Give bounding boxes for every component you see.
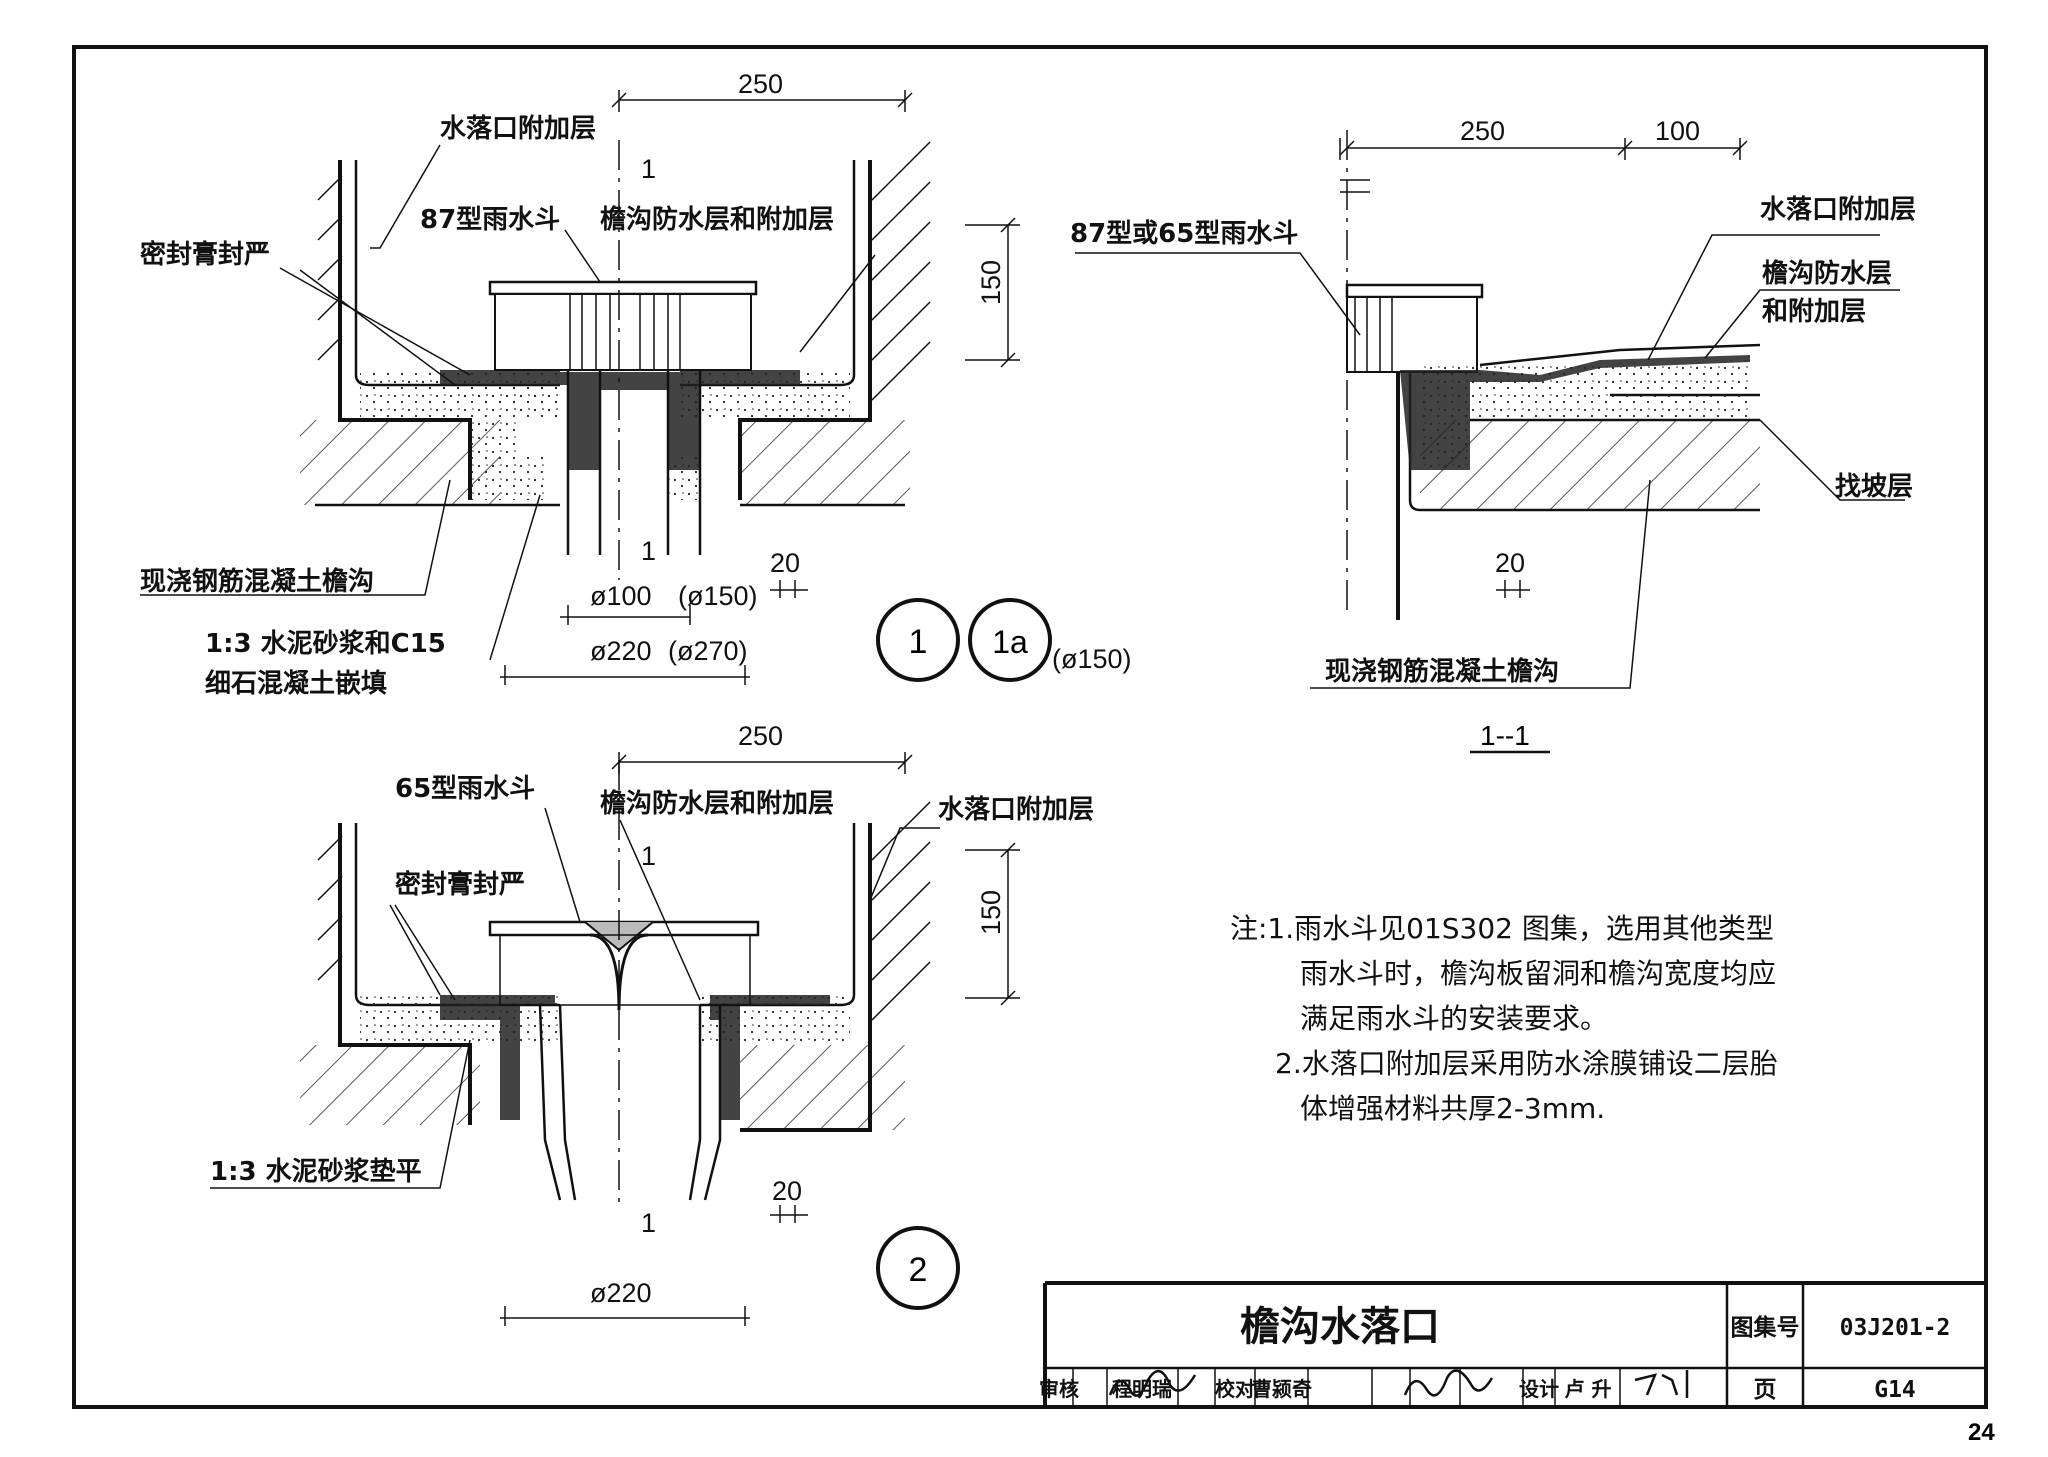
s11-label-waterproof-2: 和附加层 bbox=[1762, 297, 1866, 327]
checker-name: 曹颍奇 bbox=[1252, 1377, 1312, 1401]
d1-dia-small: ø100 bbox=[590, 581, 652, 611]
reviewer-name: 程明瑞 bbox=[1112, 1377, 1172, 1401]
note-line-5: 体增强材料共厚2-3mm. bbox=[1300, 1092, 1605, 1125]
s11-title: 1--1 bbox=[1480, 720, 1530, 751]
s11-label-concrete-gutter: 现浇钢筋混凝土檐沟 bbox=[1325, 656, 1559, 687]
d1-dim-250: 250 bbox=[738, 69, 783, 99]
d2-label-mortar: 1:3 水泥砂浆垫平 bbox=[210, 1156, 422, 1187]
d1-label-concrete-gutter: 现浇钢筋混凝土檐沟 bbox=[140, 566, 374, 597]
d1-label-sealant: 密封膏封严 bbox=[140, 239, 270, 270]
callout-1a-note: (ø150) bbox=[1052, 644, 1132, 674]
d1-section-mark-top: 1 bbox=[641, 154, 656, 184]
note-line-1: 注:1.雨水斗见01S302 图集，选用其他类型 bbox=[1230, 912, 1774, 945]
s11-label-outlet-layer: 水落口附加层 bbox=[1760, 195, 1916, 225]
callout-2-circle bbox=[876, 1226, 960, 1310]
atlas-label: 图集号 bbox=[1731, 1314, 1800, 1341]
drawing-frame bbox=[72, 45, 1988, 1409]
d1-dia-large: ø220 bbox=[590, 636, 652, 666]
s11-dim-20: 20 bbox=[1495, 548, 1525, 578]
callout-1-text: 1 bbox=[909, 623, 928, 661]
d1-label-mortar-line2: 细石混凝土嵌填 bbox=[205, 668, 387, 699]
d2-label-outlet-layer: 水落口附加层 bbox=[938, 795, 1094, 825]
s11-label-slope: 找坡层 bbox=[1835, 472, 1913, 502]
d2-section-mark-bottom: 1 bbox=[641, 1208, 656, 1238]
s11-label-waterproof-1: 檐沟防水层 bbox=[1762, 258, 1892, 289]
callout-2-text: 2 bbox=[909, 1251, 928, 1289]
d2-dia-large: ø220 bbox=[590, 1278, 652, 1308]
d1-dia-small-alt: (ø150) bbox=[678, 581, 758, 611]
atlas-number: 03J201-2 bbox=[1840, 1315, 1951, 1341]
page-number-box: G14 bbox=[1874, 1377, 1916, 1403]
d1-dim-20: 20 bbox=[770, 548, 800, 578]
note-line-2: 雨水斗时，檐沟板留洞和檐沟宽度均应 bbox=[1300, 957, 1776, 990]
d1-label-outlet-layer: 水落口附加层 bbox=[440, 114, 596, 144]
d2-dim-20: 20 bbox=[772, 1176, 802, 1206]
d1-dia-large-alt: (ø270) bbox=[668, 636, 748, 666]
signature-designer bbox=[1634, 1370, 1689, 1398]
d1-label-gutter-waterproof: 檐沟防水层和附加层 bbox=[600, 204, 834, 235]
review-label: 审核 bbox=[1039, 1377, 1079, 1401]
d2-section-mark-top: 1 bbox=[641, 841, 656, 871]
designer-name: 卢 升 bbox=[1565, 1377, 1612, 1401]
detail-1 bbox=[140, 90, 1020, 685]
s11-dim-250: 250 bbox=[1460, 116, 1505, 146]
section-1-1 bbox=[1075, 130, 1905, 754]
d2-label-gutter-waterproof: 檐沟防水层和附加层 bbox=[600, 788, 834, 819]
d2-dim-250: 250 bbox=[738, 721, 783, 751]
s11-dim-100: 100 bbox=[1655, 116, 1700, 146]
page-label: 页 bbox=[1754, 1377, 1777, 1403]
note-line-4: 2.水落口附加层采用防水涂膜铺设二层胎 bbox=[1275, 1047, 1778, 1080]
d2-label-sealant: 密封膏封严 bbox=[395, 869, 525, 900]
d1-label-mortar-line1: 1:3 水泥砂浆和C15 bbox=[205, 628, 446, 659]
d1-section-mark-bottom: 1 bbox=[641, 536, 656, 566]
signature-reviewer bbox=[1108, 1370, 1197, 1397]
check-label: 校对 bbox=[1215, 1377, 1255, 1401]
sheet-page-number: 24 bbox=[1968, 1419, 1995, 1446]
title-block-title: 檐沟水落口 bbox=[1240, 1304, 1440, 1350]
d1-dim-150: 150 bbox=[976, 260, 1006, 305]
design-label: 设计 bbox=[1519, 1377, 1559, 1401]
d2-label-hopper: 65型雨水斗 bbox=[395, 774, 535, 804]
callout-1-circle bbox=[876, 598, 960, 682]
detail-2 bbox=[210, 752, 1020, 1326]
s11-label-hopper: 87型或65型雨水斗 bbox=[1070, 219, 1298, 249]
note-line-3: 满足雨水斗的安装要求。 bbox=[1300, 1002, 1608, 1035]
signature-checker bbox=[1403, 1369, 1494, 1397]
d2-dim-150: 150 bbox=[976, 890, 1006, 935]
callout-1a-circle bbox=[968, 598, 1052, 682]
d1-label-hopper: 87型雨水斗 bbox=[420, 205, 560, 235]
callout-1a-text: 1a bbox=[992, 624, 1028, 660]
title-block bbox=[1043, 1281, 1986, 1407]
